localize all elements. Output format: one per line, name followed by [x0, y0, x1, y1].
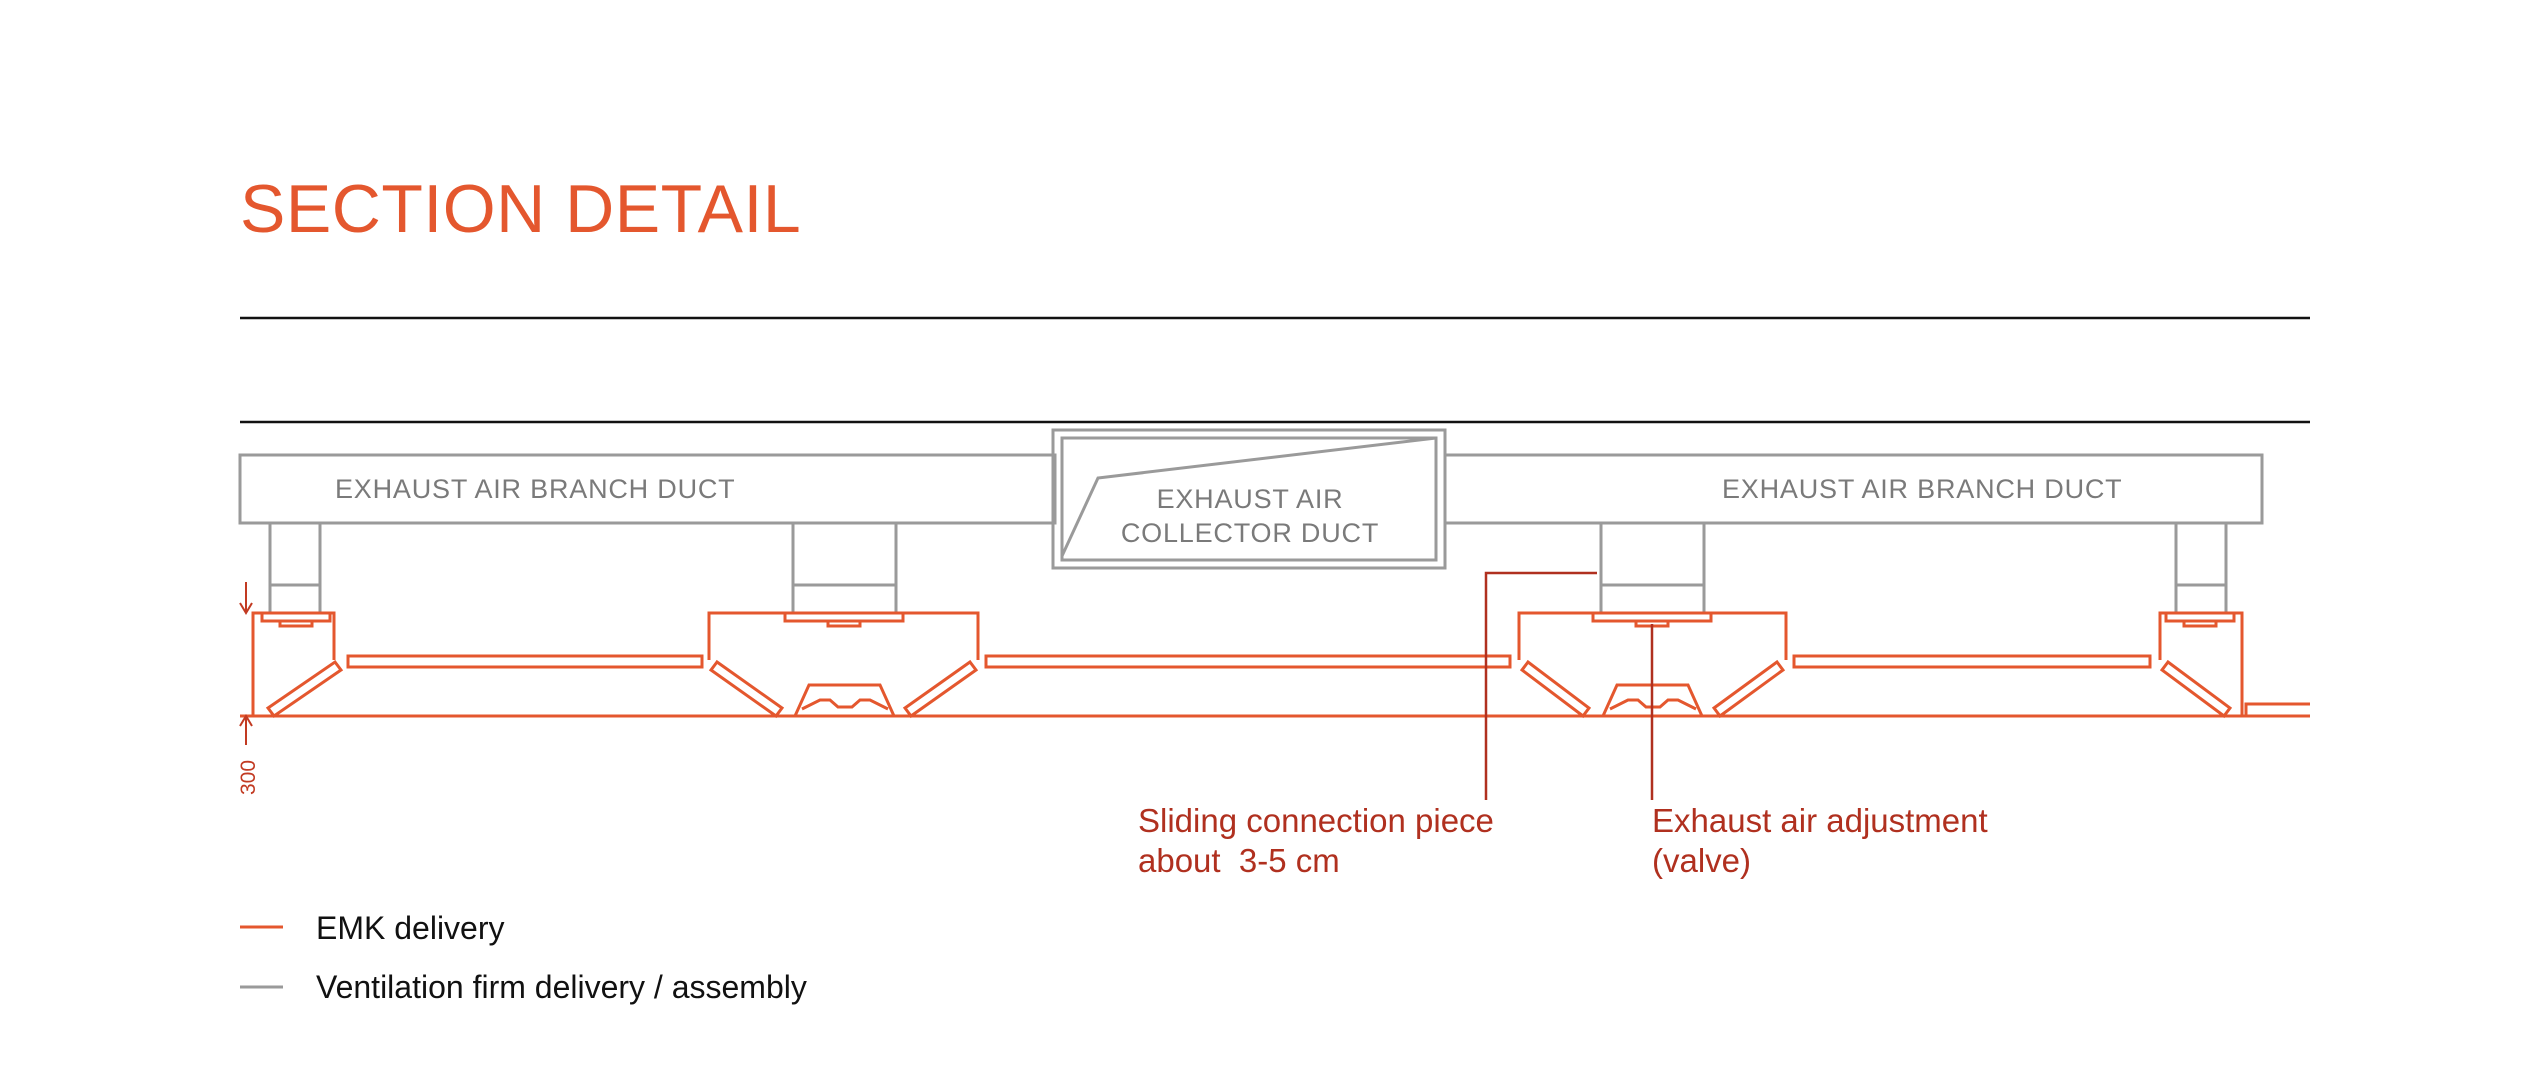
valve-label-2: (valve) — [1652, 842, 1751, 879]
ventilation-ducts — [238, 428, 2264, 613]
collector-duct-label-2: COLLECTOR DUCT — [1121, 518, 1379, 548]
exhaust-diffuser-2 — [1600, 683, 1705, 718]
emk-ceiling-system — [240, 611, 2310, 719]
connector-stub-3 — [1599, 521, 1706, 587]
collector-duct-inner — [1060, 436, 1438, 562]
sliding-connection-label-1: Sliding connection piece — [1138, 802, 1494, 839]
ceiling-panel-3 — [1792, 654, 2152, 669]
legend-label-ventilation: Ventilation firm delivery / assembly — [316, 969, 807, 1005]
legend: EMK delivery Ventilation firm delivery /… — [240, 910, 807, 1005]
collector-duct-label-1: EXHAUST AIR — [1157, 484, 1344, 514]
dimension-value: 300 — [237, 760, 260, 795]
baffle-6 — [2159, 659, 2233, 719]
exhaust-diffuser-1 — [792, 683, 897, 718]
legend-label-emk: EMK delivery — [316, 910, 505, 946]
ceiling-panel-2 — [984, 654, 1512, 669]
sliding-connection-leader — [1484, 571, 1597, 800]
collector-duct-outer — [1051, 428, 1447, 570]
valve-label-1: Exhaust air adjustment — [1652, 802, 1988, 839]
baffle-2 — [708, 659, 785, 719]
connector-stub-2 — [791, 521, 898, 587]
right-branch-duct-label: EXHAUST AIR BRANCH DUCT — [1722, 474, 2122, 504]
housing-left-end — [251, 611, 336, 716]
baffle-3 — [902, 659, 979, 719]
collector-duct-slope — [1060, 436, 1437, 557]
connector-stub-1 — [268, 521, 322, 587]
page-title: SECTION DETAIL — [240, 171, 801, 247]
baffle-5 — [1711, 659, 1786, 719]
baffle-4 — [1519, 659, 1592, 719]
baffle-1 — [265, 659, 344, 719]
left-branch-duct-label: EXHAUST AIR BRANCH DUCT — [335, 474, 735, 504]
dimension-300 — [239, 582, 253, 745]
sliding-connection-label-2: about 3-5 cm — [1138, 842, 1340, 879]
connector-stub-4 — [2174, 521, 2228, 587]
left-branch-duct — [238, 453, 1057, 525]
ceiling-panel-1 — [346, 654, 704, 669]
